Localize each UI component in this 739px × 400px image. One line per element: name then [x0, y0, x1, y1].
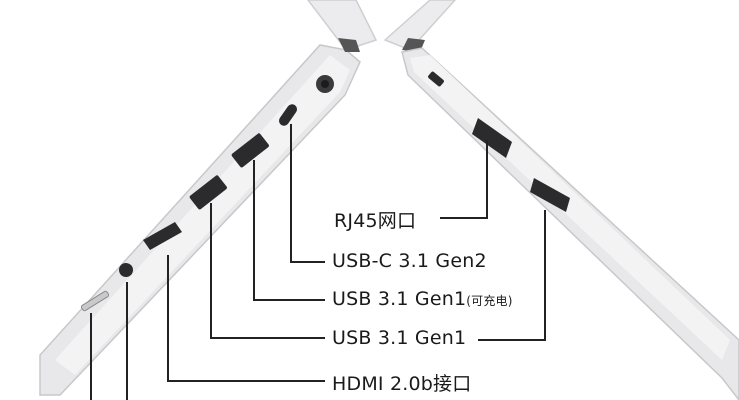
- left-lid: [307, 0, 378, 51]
- label-usb-c: USB-C 3.1 Gen2: [332, 250, 487, 272]
- usb-a-port-icon: [231, 133, 269, 168]
- sd-card-slot-icon: [80, 290, 110, 312]
- lock-slot-icon: [428, 71, 444, 87]
- label-rj45: RJ45网口: [334, 210, 417, 232]
- label-hdmi: HDMI 2.0b接口: [332, 373, 472, 395]
- usb-c-port-icon: [278, 104, 298, 126]
- right-side-face: [410, 55, 730, 360]
- rj45-port-icon: [472, 118, 512, 158]
- label-usb-gen1: USB 3.1 Gen1: [332, 327, 467, 349]
- label-usb-charge-note: (可充电): [466, 294, 513, 308]
- right-lid: [383, 0, 457, 51]
- usb-a-port-icon-2: [189, 175, 227, 210]
- leader-lines: [90, 124, 546, 400]
- audio-jack-icon: [119, 263, 133, 277]
- label-usb-charge-main: USB 3.1 Gen1: [332, 288, 467, 310]
- usb-a-port-right-icon: [530, 178, 570, 212]
- left-side-face: [55, 55, 350, 375]
- hdmi-port-icon: [143, 222, 182, 250]
- left-hinge: [338, 38, 360, 52]
- label-usb-charge: USB 3.1 Gen1(可充电): [332, 288, 513, 310]
